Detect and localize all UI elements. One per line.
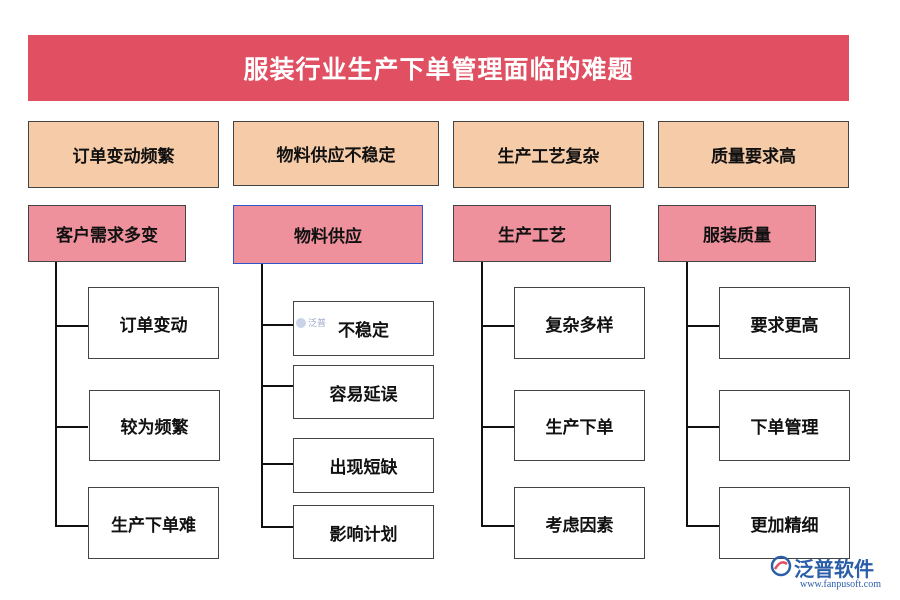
category-box-4: 质量要求高 [658,121,849,188]
mini-watermark: 泛普 [296,316,326,329]
leaf-box: 容易延误 [293,365,434,419]
connector-branch [261,526,293,528]
brand-logo-icon [770,555,792,577]
leaf-box: 下单管理 [719,390,850,461]
leaf-box: 生产下单 [514,390,645,461]
connector-trunk-1 [55,262,57,527]
connector-trunk-2 [261,264,263,528]
leaf-box: 影响计划 [293,505,434,559]
connector-branch [55,426,88,428]
connector-branch [686,426,719,428]
brand-watermark: 泛普软件 www.fanpusoft.com [770,553,896,597]
category-box-1: 订单变动频繁 [28,121,219,188]
connector-trunk-4 [686,262,688,527]
leaf-box: 复杂多样 [514,287,645,359]
connector-branch [55,525,88,527]
diagram-title: 服装行业生产下单管理面临的难题 [28,35,849,101]
connector-branch [481,325,514,327]
category-box-2: 物料供应不稳定 [233,121,439,186]
leaf-box: 考虑因素 [514,487,645,559]
connector-branch [55,325,88,327]
leaf-box: 订单变动 [88,287,219,359]
connector-branch [481,525,514,527]
subtitle-box-3: 生产工艺 [453,205,611,262]
brand-url: www.fanpusoft.com [800,579,882,590]
leaf-box: 生产下单难 [88,487,219,559]
subtitle-box-2: 物料供应 [233,205,423,264]
connector-branch [261,463,293,465]
leaf-box: 较为频繁 [89,390,220,461]
connector-branch [261,385,293,387]
mini-watermark-text: 泛普 [308,319,327,329]
subtitle-box-4: 服装质量 [658,205,816,262]
connector-trunk-3 [481,262,483,527]
brand-name: 泛普软件 [794,557,874,581]
leaf-box: 出现短缺 [293,438,434,493]
subtitle-box-1: 客户需求多变 [28,205,186,262]
leaf-box: 要求更高 [719,287,850,359]
connector-branch [481,426,514,428]
connector-branch [686,325,719,327]
leaf-box: 不稳定 [293,301,434,356]
watermark-logo-icon [296,317,306,328]
leaf-box: 更加精细 [719,487,850,559]
category-box-3: 生产工艺复杂 [453,121,644,188]
connector-branch [686,525,719,527]
connector-branch [261,324,293,326]
